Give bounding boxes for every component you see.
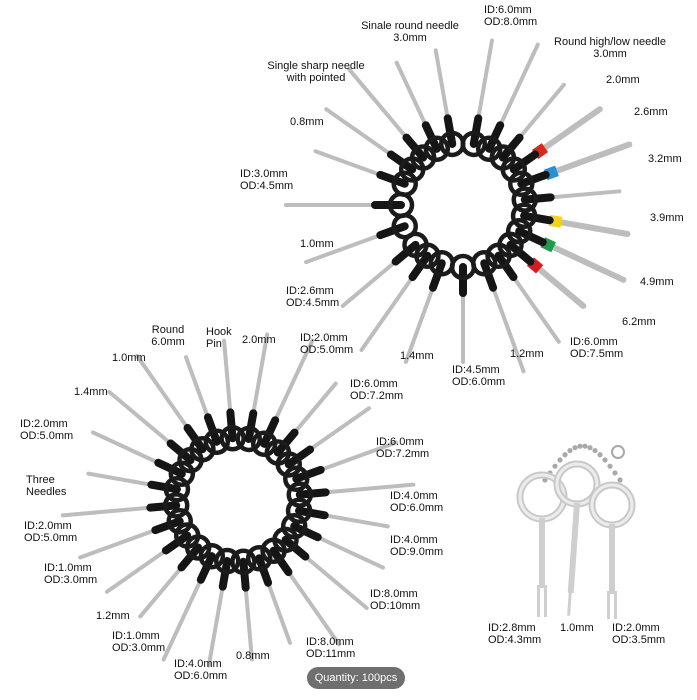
- label-1-2mm: 1.2mm: [510, 348, 544, 360]
- pin-tool: [508, 141, 633, 198]
- pin-tool: [86, 471, 191, 503]
- pin-tool: [347, 67, 437, 171]
- label-6-2mm: 6.2mm: [622, 316, 656, 328]
- label-key-1-0mm: 1.0mm: [560, 622, 594, 634]
- pin-tool: [135, 353, 216, 463]
- label-key-id2-od3-5: ID:2.0mm OD:3.5mm: [612, 622, 666, 646]
- pin-tool: [284, 191, 415, 219]
- label-id3-od4-5: ID:3.0mm OD:4.5mm: [240, 168, 294, 192]
- pin-tool: [283, 440, 398, 493]
- top-pin-bundle: [284, 38, 633, 374]
- label-left-1-2mm: 1.2mm: [96, 610, 130, 622]
- pin-tool: [230, 548, 257, 662]
- pin-tool: [485, 242, 561, 344]
- label-left-2-0mm: 2.0mm: [242, 334, 276, 346]
- label-hook-pin: Hook Pin: [206, 326, 232, 350]
- label-0-8mm: 0.8mm: [290, 116, 324, 128]
- label-sinale-round-needle: Sinale round needle 3.0mm: [361, 20, 459, 44]
- label-key-id2-8-od4-3: ID:2.8mm OD:4.3mm: [488, 622, 542, 646]
- pin-tool: [235, 332, 270, 453]
- pin-tool: [285, 497, 390, 529]
- pin-tool: [245, 545, 292, 645]
- pin-tool: [449, 253, 477, 364]
- label-left-id2-od5-c: ID:2.0mm OD:5.0mm: [24, 520, 78, 544]
- label-left-id4-od6-a: ID:4.0mm OD:6.0mm: [390, 490, 444, 514]
- label-1-4mm: 1.4mm: [400, 350, 434, 362]
- label-left-id2-od5: ID:2.0mm OD:5.0mm: [300, 332, 354, 356]
- label-single-sharp: Single sharp needle with pointed: [267, 60, 365, 84]
- pin-tool: [286, 481, 416, 508]
- ring-tool-right: [588, 481, 636, 619]
- label-left-id6-od7-2-b: ID:6.0mm OD:7.2mm: [376, 436, 430, 460]
- label-left-id2-od5-b: ID:2.0mm OD:5.0mm: [20, 418, 74, 442]
- pin-tool: [313, 149, 418, 198]
- keyring-tool-set: [516, 443, 636, 619]
- label-id6-od7-5: ID:6.0mm OD:7.5mm: [570, 336, 624, 360]
- label-id2-6-od4-5: ID:2.6mm OD:4.5mm: [286, 285, 340, 309]
- label-left-id8-od10: ID:8.0mm OD:10mm: [370, 588, 421, 612]
- pin-tool: [500, 106, 603, 183]
- label-left-id8-od11: ID:8.0mm OD:11mm: [306, 636, 356, 660]
- pin-tool: [60, 492, 190, 519]
- label-left-0-8mm: 0.8mm: [236, 650, 270, 662]
- pin-tool: [511, 186, 622, 213]
- label-3-2mm: 3.2mm: [648, 153, 682, 165]
- pin-tool: [260, 537, 341, 647]
- label-2-6mm: 2.6mm: [634, 106, 668, 118]
- label-id4-5-od6: ID:4.5mm OD:6.0mm: [452, 364, 506, 388]
- label-left-id1-od3-a: ID:1.0mm OD:3.0mm: [44, 562, 98, 586]
- ring-tool-middle: [553, 460, 601, 616]
- pin-tool: [78, 507, 193, 560]
- quantity-badge: Quantity: 100pcs: [307, 667, 405, 689]
- label-left-id6-od7-2-a: ID:6.0mm OD:7.2mm: [350, 378, 404, 402]
- label-three-needles: Three Needles: [26, 474, 67, 498]
- label-3-9mm: 3.9mm: [650, 212, 684, 224]
- label-2-0mm: 2.0mm: [606, 74, 640, 86]
- left-pin-bundle: [60, 332, 416, 668]
- label-left-id4-od6-b: ID:4.0mm OD:6.0mm: [174, 658, 228, 682]
- pin-tool: [460, 38, 494, 158]
- pin-tool: [184, 355, 231, 455]
- pin-tool: [403, 250, 456, 364]
- label-id6-od8: ID:6.0mm OD:8.0mm: [484, 4, 538, 28]
- pin-tool: [394, 60, 451, 163]
- label-4-9mm: 4.9mm: [640, 276, 674, 288]
- label-1-0mm: 1.0mm: [300, 238, 334, 250]
- pin-tool: [104, 522, 201, 594]
- label-round-high-low: Round high/low needle 3.0mm: [554, 36, 666, 60]
- pin-tool: [206, 547, 241, 668]
- pin-tool: [505, 217, 627, 283]
- pin-tool: [275, 406, 372, 478]
- pin-tool: [219, 338, 246, 452]
- label-left-1-4mm: 1.4mm: [74, 386, 108, 398]
- label-left-id4-od9: ID:4.0mm OD:9.0mm: [390, 534, 444, 558]
- label-left-id1-od3-b: ID:1.0mm OD:3.0mm: [112, 630, 166, 654]
- label-left-1-0mm: 1.0mm: [112, 352, 146, 364]
- label-round-6mm: Round 6.0mm: [151, 324, 185, 348]
- pin-tool: [510, 202, 631, 237]
